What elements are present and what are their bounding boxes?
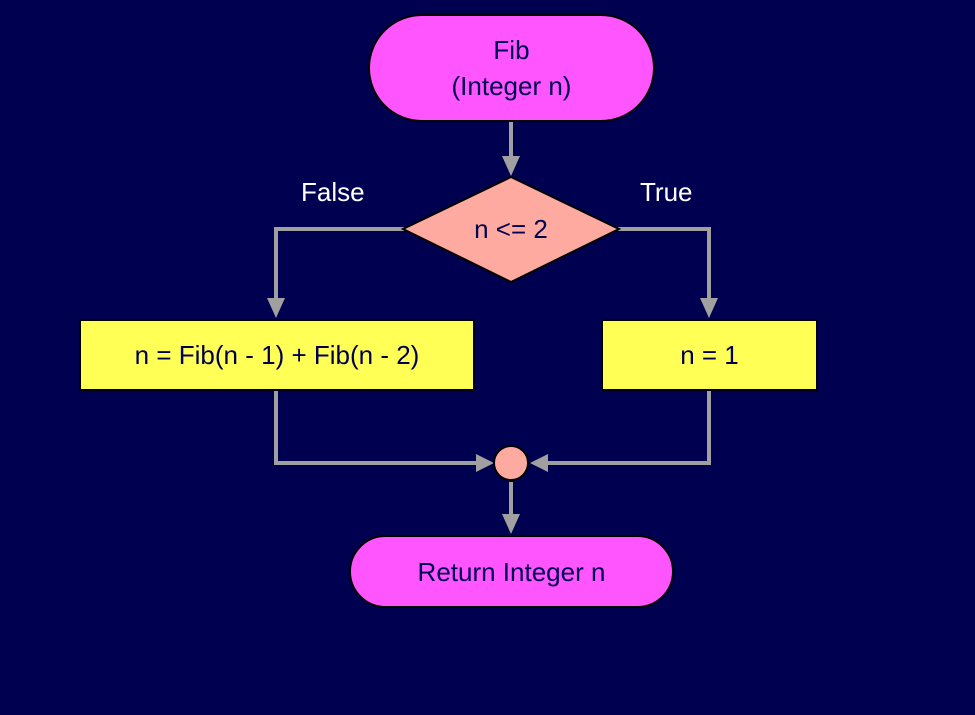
arrowhead-icon bbox=[476, 454, 494, 472]
false-branch-process: n = Fib(n - 1) + Fib(n - 2) bbox=[79, 319, 475, 391]
arrowhead-icon bbox=[502, 156, 520, 176]
function-name: Fib bbox=[493, 35, 530, 65]
connector-decision-to-true bbox=[618, 227, 711, 300]
arrowhead-icon bbox=[267, 298, 285, 318]
connector-false-to-merge bbox=[274, 391, 480, 465]
false-branch-statement: n = Fib(n - 1) + Fib(n - 2) bbox=[134, 340, 420, 370]
function-parameter: (Integer n) bbox=[451, 71, 572, 101]
false-branch-label: False bbox=[301, 177, 365, 207]
true-branch-statement: n = 1 bbox=[680, 340, 739, 370]
arrowhead-icon bbox=[530, 454, 548, 472]
start-terminal: Fib (Integer n) bbox=[368, 14, 655, 122]
arrowhead-icon bbox=[700, 298, 718, 318]
merge-connector-circle bbox=[493, 445, 529, 481]
connector-decision-to-false bbox=[274, 227, 404, 300]
return-label: Return Integer n bbox=[417, 556, 606, 587]
end-terminal: Return Integer n bbox=[349, 535, 674, 608]
true-branch-label: True bbox=[640, 177, 693, 207]
arrowhead-icon bbox=[502, 514, 520, 534]
decision-condition: n <= 2 bbox=[474, 214, 548, 244]
true-branch-process: n = 1 bbox=[601, 319, 818, 391]
connector-true-to-merge bbox=[544, 391, 711, 465]
decision-diamond bbox=[400, 175, 622, 284]
